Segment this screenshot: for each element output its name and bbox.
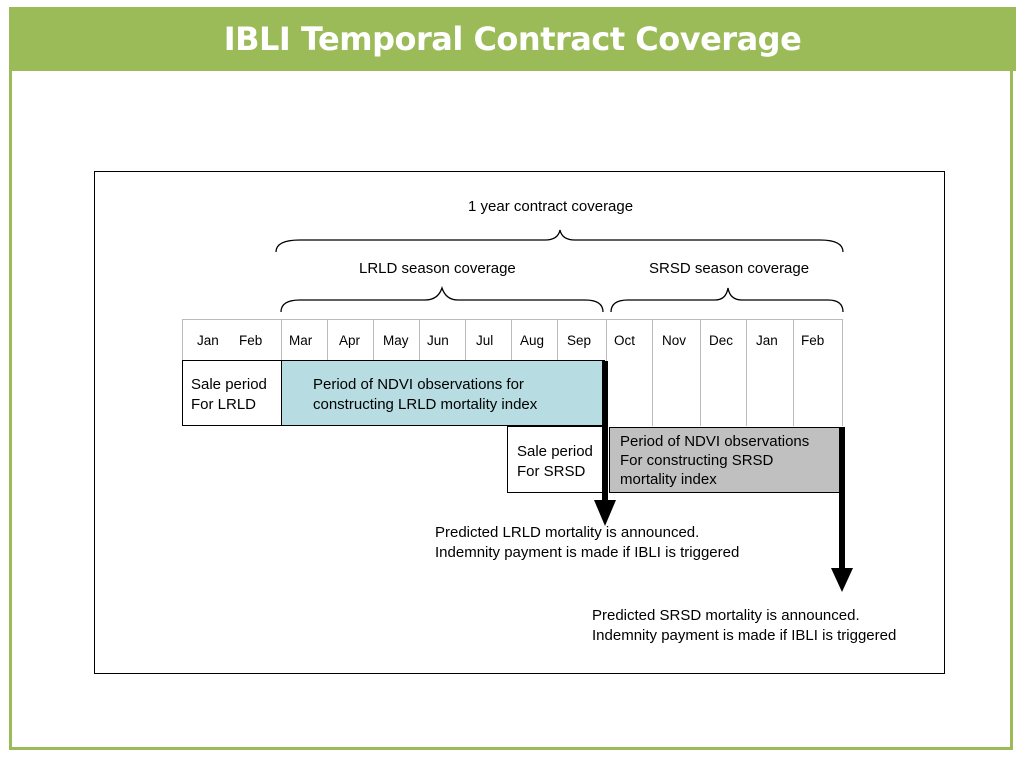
month-label: Apr [339, 333, 361, 348]
srsd-sale-line: For SRSD [517, 463, 586, 480]
month-label: Feb [801, 333, 825, 348]
slide-frame [9, 7, 1013, 750]
year-coverage-label: 1 year contract coverage [468, 198, 634, 215]
lrld-sale-period-text: Sale period For LRLD [191, 375, 267, 415]
lrld-sale-line: For LRLD [191, 396, 257, 413]
month-label: May [383, 333, 409, 348]
lrld-coverage-label: LRLD season coverage [359, 260, 516, 277]
lrld-announcement-line: Indemnity payment is made if IBLI is tri… [435, 544, 740, 561]
lrld-ndvi-line: Period of NDVI observations for [313, 376, 524, 393]
srsd-brace [610, 287, 844, 313]
month-label: Jan [756, 333, 778, 348]
month-col [652, 320, 700, 426]
month-label: Aug [520, 333, 545, 348]
month-label: Oct [614, 333, 636, 348]
month-label: Sep [567, 333, 592, 348]
month-col [746, 320, 793, 426]
diagram-panel [94, 171, 945, 674]
slide-title: IBLI Temporal Contract Coverage [223, 20, 802, 58]
month-label: Mar [289, 333, 313, 348]
srsd-ndvi-line: Period of NDVI observations [620, 433, 810, 450]
srsd-ndvi-period-box [609, 427, 841, 493]
title-bar [9, 7, 1016, 71]
srsd-ndvi-line: For constructing SRSD [620, 452, 774, 469]
srsd-coverage-label: SRSD season coverage [649, 260, 810, 277]
month-label: Nov [662, 333, 687, 348]
lrld-arrow-head-icon [594, 500, 616, 526]
lrld-ndvi-period-text: Period of NDVI observations for construc… [313, 375, 537, 415]
srsd-announcement-line: Predicted SRSD mortality is announced. [592, 607, 860, 624]
month-label: Dec [709, 333, 734, 348]
srsd-announcement: Predicted SRSD mortality is announced. I… [592, 606, 896, 646]
month-label: Jan [197, 333, 219, 348]
lrld-announcement-line: Predicted LRLD mortality is announced. [435, 524, 700, 541]
srsd-ndvi-period-text: Period of NDVI observations For construc… [620, 432, 809, 489]
month-grid-top [182, 319, 843, 320]
lrld-brace [280, 285, 604, 313]
lrld-arrow-shaft [602, 361, 608, 503]
srsd-ndvi-line: mortality index [620, 471, 717, 488]
month-col [793, 320, 843, 426]
srsd-sale-line: Sale period [517, 443, 593, 460]
lrld-announcement: Predicted LRLD mortality is announced. I… [435, 523, 739, 563]
lrld-sale-line: Sale period [191, 376, 267, 393]
month-label: Feb [239, 333, 263, 348]
lrld-ndvi-line: constructing LRLD mortality index [313, 396, 538, 413]
month-col [700, 320, 746, 426]
month-label: Jun [427, 333, 449, 348]
srsd-arrow-head-icon [831, 568, 853, 592]
year-brace [275, 229, 844, 253]
srsd-arrow-shaft [839, 427, 845, 572]
srsd-sale-period-text: Sale period For SRSD [517, 442, 593, 482]
srsd-announcement-line: Indemnity payment is made if IBLI is tri… [592, 627, 897, 644]
month-label: Jul [476, 333, 494, 348]
